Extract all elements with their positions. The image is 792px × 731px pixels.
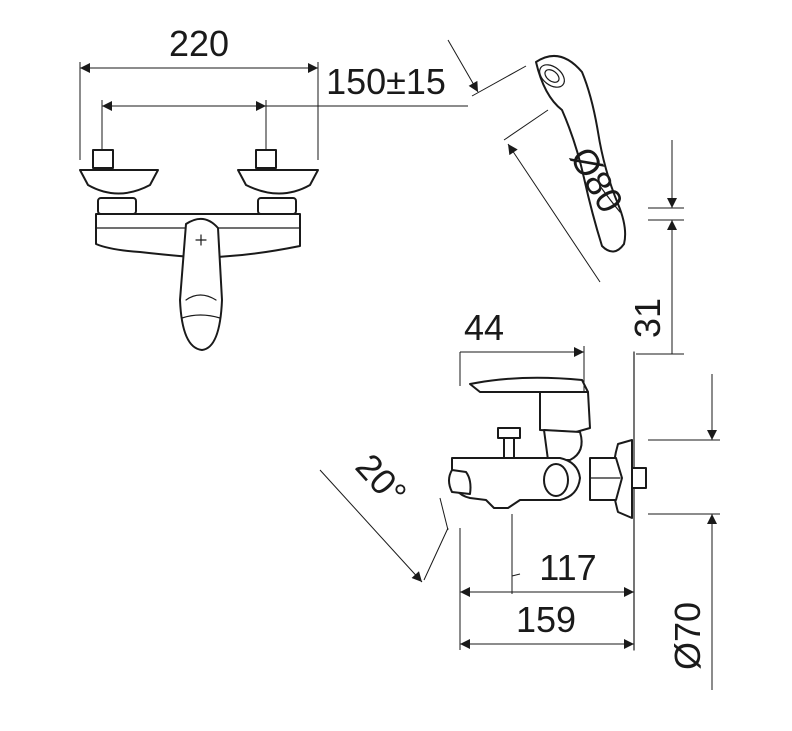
dimension-label-shower-diameter: Ø80 xyxy=(562,140,632,219)
side-lever xyxy=(469,376,589,393)
dimension-wall-offset: 31 xyxy=(627,140,684,355)
dimension-label-220: 220 xyxy=(169,23,229,64)
dimension-spout-projection: 117 xyxy=(460,547,634,597)
right-connector xyxy=(237,149,319,215)
dimension-label-150: 150±15 xyxy=(326,61,446,102)
dimension-total-projection: 159 xyxy=(460,599,634,649)
hand-shower xyxy=(471,54,627,253)
dimension-escutcheon-diameter: Ø70 xyxy=(648,374,720,690)
lever-handle xyxy=(179,217,223,351)
front-view-mixer xyxy=(79,62,319,351)
dimension-label-159: 159 xyxy=(516,599,576,640)
dimension-label-117: 117 xyxy=(539,547,596,588)
left-connector xyxy=(79,149,159,215)
dimension-inlet-spacing: 150±15 xyxy=(102,61,468,111)
dimension-label-escutcheon-diameter: Ø70 xyxy=(667,602,708,670)
dimension-spout-angle: 20° xyxy=(319,446,449,583)
dimension-label-20deg: 20° xyxy=(348,446,415,514)
side-view-mixer xyxy=(448,351,647,651)
dimension-lever-projection: 44 xyxy=(460,307,584,357)
spout-tip xyxy=(448,469,472,495)
dimension-label-44: 44 xyxy=(464,307,504,348)
dimension-overall-width: 220 xyxy=(80,23,318,73)
dimension-label-31: 31 xyxy=(627,298,668,338)
